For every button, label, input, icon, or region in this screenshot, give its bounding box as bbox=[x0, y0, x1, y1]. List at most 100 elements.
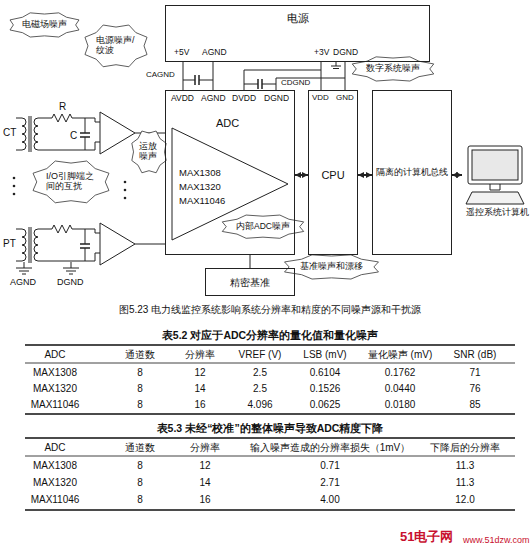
pin-label: DVDD bbox=[232, 94, 256, 103]
table-cell: MAX1308 bbox=[33, 367, 77, 378]
table-cell: 16 bbox=[199, 494, 210, 505]
bus-arrow bbox=[295, 174, 308, 176]
table-cell: 8 bbox=[137, 477, 143, 488]
noise-label: 内部ADC噪声 bbox=[236, 222, 290, 231]
node-title: ADC bbox=[216, 117, 239, 129]
table-cell: 通道数 bbox=[125, 349, 155, 360]
table-cell: 0.1526 bbox=[310, 383, 341, 394]
capacitor-lead bbox=[183, 80, 213, 81]
table-cell: MAX1308 bbox=[33, 460, 77, 471]
bus-arrow bbox=[452, 174, 462, 176]
noise-star bbox=[352, 57, 433, 81]
table-cell: MAX1320 bbox=[33, 477, 77, 488]
node-title: 遥控系统计算机 bbox=[466, 208, 529, 217]
table-cell: 76 bbox=[469, 383, 480, 394]
table-cell: 2.5 bbox=[253, 367, 267, 378]
pin-label: MAX1308 bbox=[179, 168, 221, 178]
table-cell: MAX11046 bbox=[31, 399, 80, 410]
capacitor-symbol bbox=[80, 244, 90, 248]
cpu-box: VDDGNDCPU bbox=[308, 90, 358, 255]
ground-label: AGND bbox=[10, 278, 36, 288]
pin-label: GND bbox=[336, 94, 354, 103]
dgnd-wire bbox=[276, 62, 345, 90]
pin-label: AGND bbox=[201, 94, 226, 103]
capacitor-label: CDGND bbox=[281, 79, 310, 88]
table-cell: ADC bbox=[44, 442, 65, 453]
table-cell: 0.0440 bbox=[385, 383, 416, 394]
wire bbox=[38, 142, 100, 150]
noise-label: 运放噪声 bbox=[139, 142, 159, 162]
noise-star bbox=[132, 131, 166, 173]
table-cell: MAX11046 bbox=[31, 494, 80, 505]
keyboard-symbol bbox=[466, 192, 524, 204]
table-cell: MAX1320 bbox=[33, 383, 77, 394]
pin-label: MAX11046 bbox=[179, 196, 225, 206]
wire bbox=[321, 62, 322, 90]
table-title: 表5.2 对应于ADC分辨率的量化值和量化噪声 bbox=[162, 330, 378, 342]
monitor-stand bbox=[490, 184, 500, 190]
noise-label: 基准噪声和漂移 bbox=[300, 262, 363, 272]
watermark: www.51dzw.com bbox=[463, 536, 530, 546]
table-cell: 输入噪声造成的分辨率损失（1mV） bbox=[250, 442, 411, 453]
noise-star bbox=[10, 13, 79, 37]
table-cell: 71 bbox=[469, 367, 480, 378]
table-cell: LSB (mV) bbox=[303, 349, 346, 360]
transformer-label: CT bbox=[3, 127, 16, 138]
resistor-symbol bbox=[52, 225, 72, 233]
wire bbox=[38, 118, 52, 119]
table-cell: 11.3 bbox=[456, 477, 475, 488]
watermark: 51电子网 bbox=[400, 530, 453, 544]
ground-symbol bbox=[16, 262, 32, 274]
monitor-symbol bbox=[468, 146, 522, 184]
table-cell: 0.6104 bbox=[310, 367, 341, 378]
noise-stars bbox=[10, 13, 434, 279]
node-title: 隔离的计算机总线 bbox=[376, 168, 448, 178]
ground-label: DGND bbox=[57, 278, 84, 288]
ground-symbol bbox=[63, 262, 79, 274]
table-cell: 8 bbox=[137, 383, 143, 394]
noise-label: 电磁场噪声 bbox=[22, 20, 67, 30]
table-cell: 分辨率 bbox=[190, 442, 220, 453]
noise-label: 数字系统噪声 bbox=[366, 64, 420, 74]
noise-star bbox=[222, 215, 303, 238]
bus-arrow bbox=[358, 174, 372, 176]
table-cell: 8 bbox=[137, 494, 143, 505]
capacitor-symbol bbox=[195, 75, 199, 85]
transformer-coil bbox=[34, 229, 38, 261]
table-cell: 通道数 bbox=[125, 442, 155, 453]
wire bbox=[72, 229, 100, 233]
table-rules bbox=[25, 345, 515, 510]
table-cell: 12 bbox=[199, 460, 210, 471]
transformer-coil bbox=[22, 118, 26, 150]
pin-label: DGND bbox=[264, 94, 289, 103]
table-cell: SNR (dB) bbox=[454, 349, 497, 360]
reference-box: 精密基准 bbox=[205, 268, 295, 296]
wire bbox=[38, 229, 52, 230]
bus-box: 隔离的计算机总线 bbox=[372, 90, 452, 255]
table-cell: VREF (V) bbox=[239, 349, 282, 360]
power-box: 电源+5VAGND+3VDGND bbox=[165, 5, 430, 62]
input-channel bbox=[16, 223, 165, 265]
wire bbox=[183, 62, 184, 90]
table-cell: 4.00 bbox=[320, 494, 339, 505]
noise-label: I/O引脚端之间的互扰 bbox=[46, 172, 96, 192]
transformer-label: PT bbox=[3, 238, 16, 249]
wire bbox=[250, 255, 251, 268]
table-cell: 14 bbox=[194, 383, 205, 394]
table-cell: 2.71 bbox=[320, 477, 339, 488]
screen-symbol bbox=[472, 150, 518, 180]
table-cell: 85 bbox=[469, 399, 480, 410]
capacitor-symbol bbox=[258, 79, 262, 89]
pin-label: +3V bbox=[314, 48, 329, 57]
wire bbox=[38, 253, 100, 261]
pin-label: AVDD bbox=[171, 94, 194, 103]
wire bbox=[85, 118, 86, 150]
node-title: 精密基准 bbox=[230, 277, 270, 288]
ellipsis-dot bbox=[124, 197, 127, 200]
capacitor-lead bbox=[244, 84, 276, 85]
figure-caption: 图5.23 电力线监控系统影响系统分辨率和精度的不同噪声源和干扰源 bbox=[119, 304, 421, 315]
noise-star bbox=[33, 161, 109, 203]
table-cell: 8 bbox=[137, 367, 143, 378]
table-cell: 量化噪声 (mV) bbox=[368, 349, 432, 360]
